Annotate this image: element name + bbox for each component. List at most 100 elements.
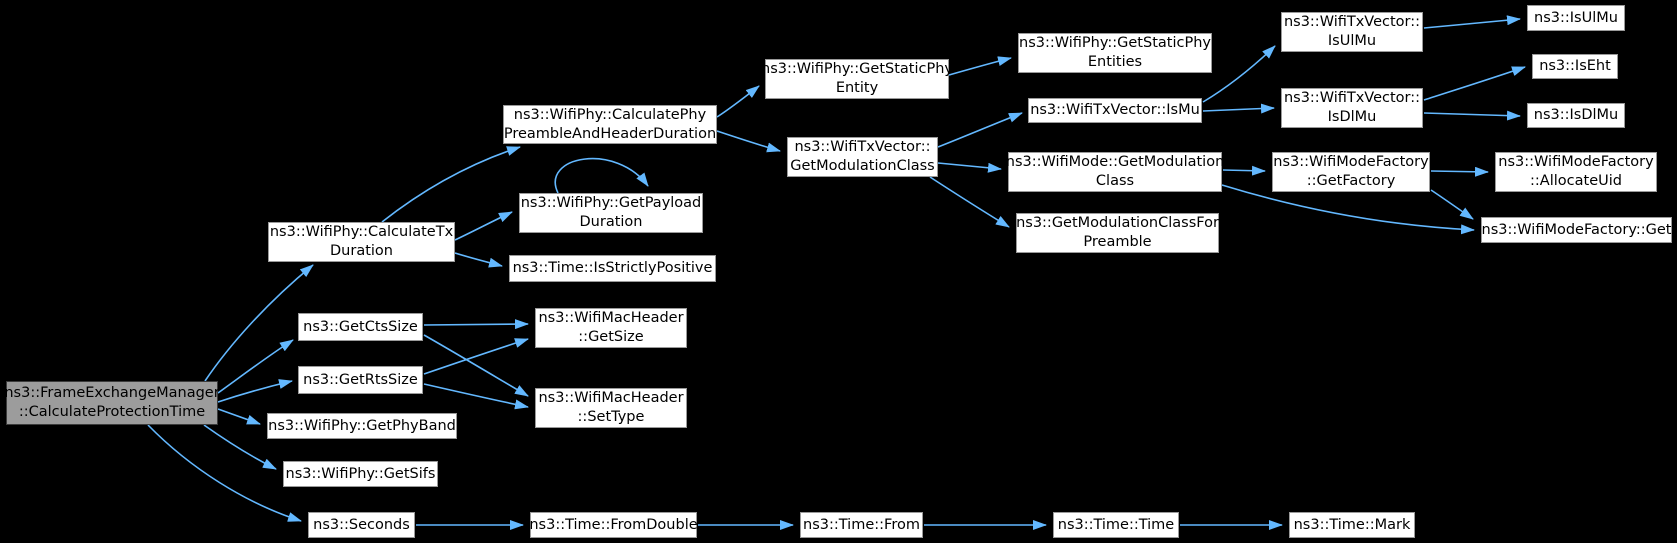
graph-node-label: ns3::WifiPhy::GetStaticPhy	[1019, 35, 1211, 51]
graph-node-label: Duration	[330, 243, 393, 259]
call-edge-main-to-getrts	[217, 379, 293, 403]
call-edge-getcts-to-machsettype	[423, 334, 529, 397]
graph-node-label: ns3::GetCtsSize	[303, 318, 418, 335]
graph-node-label: ns3::WifiTxVector::	[794, 139, 931, 155]
graph-node-label: ns3::WifiTxVector::	[1283, 90, 1421, 106]
graph-node-allocateuid[interactable]: ns3::WifiModeFactory::AllocateUid	[1495, 152, 1657, 192]
graph-node-label: Entity	[835, 80, 879, 96]
graph-node-label: IsUlMu	[1327, 33, 1377, 49]
call-edge-txvecisdlmu-to-isdlmu	[1423, 110, 1521, 121]
call-edge-main-to-getphyband	[217, 408, 261, 425]
graph-node-seconds[interactable]: ns3::Seconds	[308, 512, 415, 538]
graph-node-label: ns3::WifiPhy::CalculatePhy	[513, 106, 707, 123]
graph-node-timefrom[interactable]: ns3::Time::From	[800, 512, 923, 538]
graph-node-label: ns3::WifiModeFactory::Get	[1481, 221, 1672, 238]
graph-node-label: ns3::WifiTxVector::	[1283, 14, 1421, 30]
graph-node-iseht[interactable]: ns3::IsEht	[1532, 54, 1618, 79]
graph-node-label: GetModulationClass	[790, 158, 935, 174]
graph-node-label: ns3::Time::Time	[1057, 516, 1175, 533]
call-edge-getrts-to-machsettype	[423, 383, 529, 410]
graph-node-label: Class	[1095, 173, 1135, 189]
graph-node-timemark[interactable]: ns3::Time::Mark	[1289, 512, 1415, 538]
graph-node-machgetsize[interactable]: ns3::WifiMacHeader::GetSize	[535, 308, 687, 348]
graph-node-label: ns3::Time::IsStrictlyPositive	[512, 260, 713, 276]
call-edge-getfactory-to-allocateuid	[1430, 166, 1489, 177]
call-edge-getcts-to-machgetsize	[423, 319, 529, 330]
graph-node-label: ns3::Time::Mark	[1293, 516, 1411, 533]
call-edge-main-to-calctx	[204, 264, 314, 382]
graph-node-wmfget[interactable]: ns3::WifiModeFactory::Get	[1481, 217, 1672, 243]
call-edge-txvecisdlmu-to-iseht	[1423, 66, 1526, 101]
graph-node-label: ns3::IsUlMu	[1534, 9, 1618, 26]
call-edge-calcphy-to-txvecgetmod	[716, 130, 781, 153]
graph-node-label: ns3::WifiModeFactory	[1498, 154, 1654, 170]
graph-node-txvecisdlmu[interactable]: ns3::WifiTxVector::IsDlMu	[1281, 88, 1423, 128]
graph-node-isdlmu[interactable]: ns3::IsDlMu	[1527, 103, 1625, 128]
graph-node-label: ns3::WifiMacHeader	[538, 390, 684, 406]
graph-node-label: ns3::WifiPhy::GetPhyBand	[268, 417, 456, 434]
call-edge-main-to-getcts	[217, 339, 294, 394]
graph-node-label: ns3::IsDlMu	[1533, 107, 1619, 123]
graph-node-label: ::CalculateProtectionTime	[18, 404, 206, 420]
graph-node-label: ns3::WifiPhy::GetStaticPhy	[761, 61, 953, 77]
graph-node-label: ns3::WifiTxVector::IsMu	[1030, 102, 1200, 118]
graph-node-getphyband[interactable]: ns3::WifiPhy::GetPhyBand	[267, 413, 457, 439]
call-edge-wifimodegetmod-to-wmfget	[1221, 184, 1475, 235]
graph-node-label: Preamble	[1083, 234, 1152, 250]
graph-node-label: ns3::Seconds	[313, 516, 410, 533]
call-edge-calctx-to-getpayload	[454, 211, 513, 241]
graph-node-label: ns3::Time::From	[803, 516, 920, 533]
call-edge-txvecgetmod-to-ismu	[937, 112, 1023, 148]
call-edge-txvecgetmod-to-getmodpreamble	[929, 176, 1010, 228]
graph-node-txvecisulmu[interactable]: ns3::WifiTxVector::IsUlMu	[1281, 12, 1423, 52]
call-edge-txvecisulmu-to-isulmu	[1423, 15, 1521, 29]
graph-node-isulmu[interactable]: ns3::IsUlMu	[1527, 5, 1625, 31]
graph-node-timetime[interactable]: ns3::Time::Time	[1053, 512, 1179, 538]
graph-node-label: IsDlMu	[1327, 109, 1377, 125]
graph-node-main: ns3::FrameExchangeManager::CalculateProt…	[4, 381, 220, 425]
graph-node-label: ::GetFactory	[1306, 173, 1396, 189]
graph-node-label: ns3::WifiModeFactory	[1273, 154, 1429, 170]
graph-node-label: ns3::WifiPhy::CalculateTx	[269, 224, 454, 240]
call-edge-ismu-to-txvecisdlmu	[1202, 103, 1275, 114]
graph-node-fromdouble[interactable]: ns3::Time::FromDouble	[529, 512, 698, 538]
graph-node-label: ns3::WifiPhy::GetSifs	[285, 465, 436, 482]
graph-node-label: Duration	[579, 214, 643, 230]
graph-node-isstrictly[interactable]: ns3::Time::IsStrictlyPositive	[509, 255, 716, 282]
graph-node-label: ::AllocateUid	[1530, 173, 1622, 189]
graph-node-label: ns3::WifiMode::GetModulation	[1005, 154, 1225, 170]
call-edge-calctx-to-calcphy	[381, 146, 521, 223]
call-edge-ismu-to-txvecisulmu	[1202, 45, 1276, 103]
graph-node-label: ns3::WifiMacHeader	[538, 310, 684, 326]
call-edge-getfactory-to-wmfget	[1430, 189, 1474, 220]
graph-node-getcts[interactable]: ns3::GetCtsSize	[298, 313, 423, 341]
graph-node-label: Entities	[1087, 54, 1143, 70]
graph-node-machsettype[interactable]: ns3::WifiMacHeader::SetType	[535, 388, 687, 428]
call-edge-calctx-to-isstrictly	[454, 252, 503, 268]
graph-node-getrts[interactable]: ns3::GetRtsSize	[298, 366, 423, 394]
call-edge-getrts-to-machgetsize	[423, 338, 529, 375]
call-edge-main-to-seconds	[147, 424, 302, 522]
graph-node-label: PreambleAndHeaderDuration	[503, 125, 717, 142]
call-edge-staticentity-to-staticentities	[948, 56, 1012, 76]
call-edge-getpayload-to-getpayload	[554, 157, 649, 194]
graph-node-txvecgetmod[interactable]: ns3::WifiTxVector::GetModulationClass	[787, 137, 938, 177]
graph-node-getsifs[interactable]: ns3::WifiPhy::GetSifs	[283, 461, 438, 487]
graph-node-label: ns3::IsEht	[1539, 58, 1611, 74]
graph-node-label: ::SetType	[577, 409, 645, 425]
call-edge-txvecgetmod-to-wifimodegetmod	[937, 162, 1002, 173]
graph-node-getfactory[interactable]: ns3::WifiModeFactory::GetFactory	[1272, 152, 1430, 192]
graph-node-label: ns3::FrameExchangeManager	[4, 385, 220, 401]
graph-node-ismu[interactable]: ns3::WifiTxVector::IsMu	[1028, 98, 1202, 123]
graph-node-label: ns3::WifiPhy::GetPayload	[520, 195, 702, 211]
call-edge-calcphy-to-staticentity	[716, 85, 760, 118]
